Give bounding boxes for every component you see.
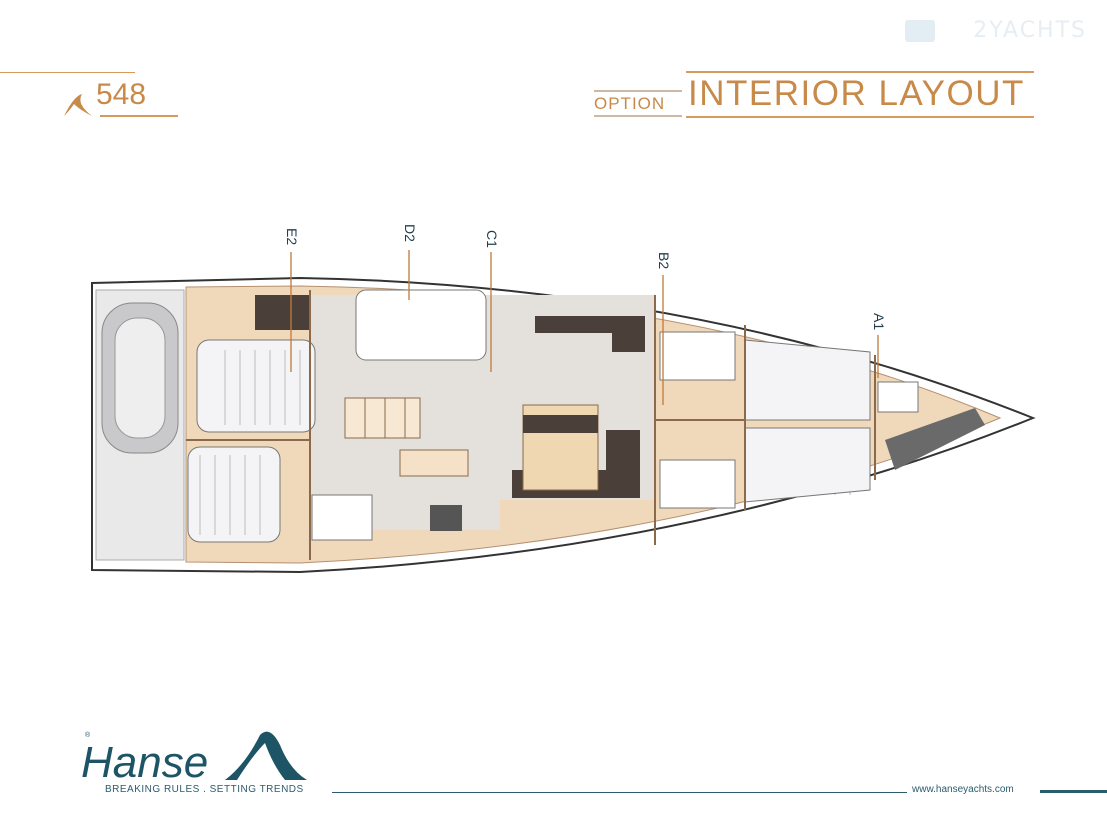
option-label: OPTION <box>594 94 666 113</box>
model-underline <box>100 115 178 117</box>
armchair <box>255 295 310 330</box>
head-d2 <box>355 289 487 361</box>
head-a1 <box>877 381 919 413</box>
option-underline <box>594 115 682 117</box>
option-overline <box>594 90 682 92</box>
tagline: BREAKING RULES . SETTING TRENDS <box>105 784 304 795</box>
website-link[interactable]: www.hanseyachts.com <box>912 784 1014 795</box>
watermark-logo-icon <box>905 20 935 42</box>
head-aft <box>311 494 373 541</box>
forward-cabin-bed-port <box>744 339 871 421</box>
galley-island <box>399 449 469 477</box>
watermark: 2YACHTS <box>973 18 1087 43</box>
hanse-wave-small-icon <box>64 94 92 116</box>
svg-text:®: ® <box>85 731 91 739</box>
label-b2: B2 <box>656 252 672 269</box>
aft-cabin-bed-starboard <box>187 446 281 543</box>
head-b2-starboard <box>659 459 736 509</box>
forward-cabin-bed-starboard <box>744 427 871 503</box>
label-c1: C1 <box>484 230 500 248</box>
settee-port <box>535 316 645 352</box>
galley-cooktop <box>430 505 462 531</box>
label-a1: A1 <box>871 313 887 330</box>
companionway-steps <box>344 397 421 439</box>
hanse-logo: Hanse ® <box>81 731 307 785</box>
footer-rule-right <box>1040 790 1107 793</box>
brand-name: Hanse <box>81 738 208 785</box>
header-rule-left <box>0 72 135 73</box>
forepeak-bunk <box>885 408 985 470</box>
head-b2-port <box>659 331 736 381</box>
page-title: INTERIOR LAYOUT <box>688 74 1025 113</box>
footer-rule <box>332 792 907 793</box>
title-underline <box>686 116 1034 118</box>
aft-cabin-bed-port <box>196 339 316 433</box>
label-d2: D2 <box>402 224 418 242</box>
model-number: 548 <box>96 78 147 111</box>
deck-plan: E2 D2 C1 B2 A1 <box>91 224 1036 574</box>
title-overline <box>686 71 1034 73</box>
label-e2: E2 <box>284 228 300 245</box>
